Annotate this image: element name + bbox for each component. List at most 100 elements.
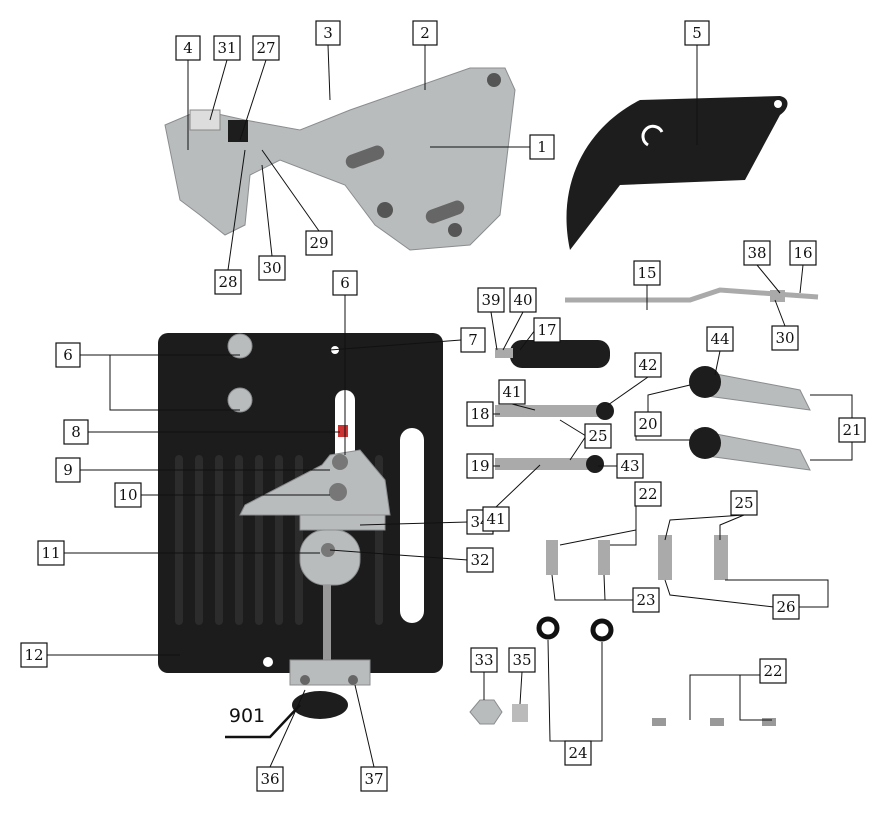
svg-text:18: 18 <box>470 405 489 423</box>
label-42: 42 <box>634 352 662 378</box>
label-2: 2 <box>412 20 438 46</box>
label-7: 7 <box>460 327 486 353</box>
label-10: 10 <box>114 482 142 508</box>
svg-text:2: 2 <box>420 24 430 42</box>
svg-text:32: 32 <box>470 551 489 569</box>
label-16: 16 <box>789 240 817 266</box>
label-22: 22 <box>634 481 662 507</box>
svg-text:30: 30 <box>775 329 794 347</box>
svg-text:42: 42 <box>638 356 657 374</box>
label-21: 21 <box>838 417 866 443</box>
svg-text:31: 31 <box>217 39 236 57</box>
label-12: 12 <box>20 642 48 668</box>
label-19: 19 <box>466 453 494 479</box>
label-22: 22 <box>759 658 787 684</box>
svg-text:17: 17 <box>537 321 556 339</box>
label-32: 32 <box>466 547 494 573</box>
svg-text:5: 5 <box>692 24 702 42</box>
label-30: 30 <box>771 325 799 351</box>
label-6: 6 <box>55 342 81 368</box>
label-30: 30 <box>258 255 286 281</box>
label-4: 4 <box>175 35 201 61</box>
svg-text:41: 41 <box>486 510 505 528</box>
svg-text:22: 22 <box>763 662 782 680</box>
svg-text:38: 38 <box>747 244 766 262</box>
label-6: 6 <box>332 270 358 296</box>
label-3: 3 <box>315 20 341 46</box>
svg-text:12: 12 <box>24 646 43 664</box>
svg-text:1: 1 <box>537 138 547 156</box>
label-31: 31 <box>213 35 241 61</box>
svg-text:9: 9 <box>63 461 73 479</box>
label-27: 27 <box>252 35 280 61</box>
svg-text:6: 6 <box>340 274 350 292</box>
svg-text:8: 8 <box>71 423 81 441</box>
leader-lines <box>46 44 853 768</box>
svg-text:11: 11 <box>41 544 60 562</box>
fence-assembly <box>227 333 391 719</box>
label-26: 26 <box>772 594 800 620</box>
rod-part <box>565 287 819 303</box>
svg-text:4: 4 <box>183 39 193 57</box>
label-18: 18 <box>466 401 494 427</box>
svg-text:19: 19 <box>470 457 489 475</box>
label-36: 36 <box>256 766 284 792</box>
label-44: 44 <box>706 326 734 352</box>
label-40: 40 <box>509 287 537 313</box>
svg-text:24: 24 <box>568 744 587 762</box>
svg-text:27: 27 <box>256 39 275 57</box>
svg-text:16: 16 <box>793 244 812 262</box>
label-24: 24 <box>564 740 592 766</box>
label-41: 41 <box>482 506 510 532</box>
svg-text:35: 35 <box>512 651 531 669</box>
label-25: 25 <box>730 490 758 516</box>
svg-text:10: 10 <box>118 486 137 504</box>
small-parts <box>469 290 811 726</box>
label-29: 29 <box>305 230 333 256</box>
svg-text:20: 20 <box>638 415 657 433</box>
svg-text:43: 43 <box>620 457 639 475</box>
label-901: 901 <box>229 705 265 727</box>
svg-text:44: 44 <box>710 330 729 348</box>
svg-text:23: 23 <box>636 591 655 609</box>
bracket-part <box>164 67 516 251</box>
svg-text:7: 7 <box>468 331 478 349</box>
label-25: 25 <box>584 423 612 449</box>
label-38: 38 <box>743 240 771 266</box>
svg-text:28: 28 <box>218 273 237 291</box>
svg-text:36: 36 <box>260 770 279 788</box>
svg-text:40: 40 <box>513 291 532 309</box>
label-9: 9 <box>55 457 81 483</box>
svg-text:6: 6 <box>63 346 73 364</box>
label-39: 39 <box>477 287 505 313</box>
label-43: 43 <box>616 453 644 479</box>
blade-guard <box>566 96 788 250</box>
svg-text:21: 21 <box>842 421 861 439</box>
svg-text:33: 33 <box>474 651 493 669</box>
rotation-arrow-icon <box>641 124 664 147</box>
label-37: 37 <box>360 766 388 792</box>
label-20: 20 <box>634 411 662 437</box>
label-boxes: 1 2 3 4 5 31 27 29 28 30 6 6 7 8 9 10 11… <box>20 20 866 792</box>
svg-text:22: 22 <box>638 485 657 503</box>
svg-text:30: 30 <box>262 259 281 277</box>
svg-text:15: 15 <box>637 264 656 282</box>
label-35: 35 <box>508 647 536 673</box>
label-5: 5 <box>684 20 710 46</box>
svg-text:29: 29 <box>309 234 328 252</box>
svg-text:26: 26 <box>776 598 795 616</box>
svg-text:41: 41 <box>502 383 521 401</box>
svg-text:25: 25 <box>588 427 607 445</box>
svg-text:37: 37 <box>364 770 383 788</box>
label-33: 33 <box>470 647 498 673</box>
label-8: 8 <box>63 419 89 445</box>
svg-text:39: 39 <box>481 291 500 309</box>
label-28: 28 <box>214 269 242 295</box>
label-23: 23 <box>632 587 660 613</box>
label-1: 1 <box>529 134 555 160</box>
label-15: 15 <box>633 260 661 286</box>
svg-text:3: 3 <box>323 24 333 42</box>
label-17: 17 <box>533 317 561 343</box>
svg-text:25: 25 <box>734 494 753 512</box>
